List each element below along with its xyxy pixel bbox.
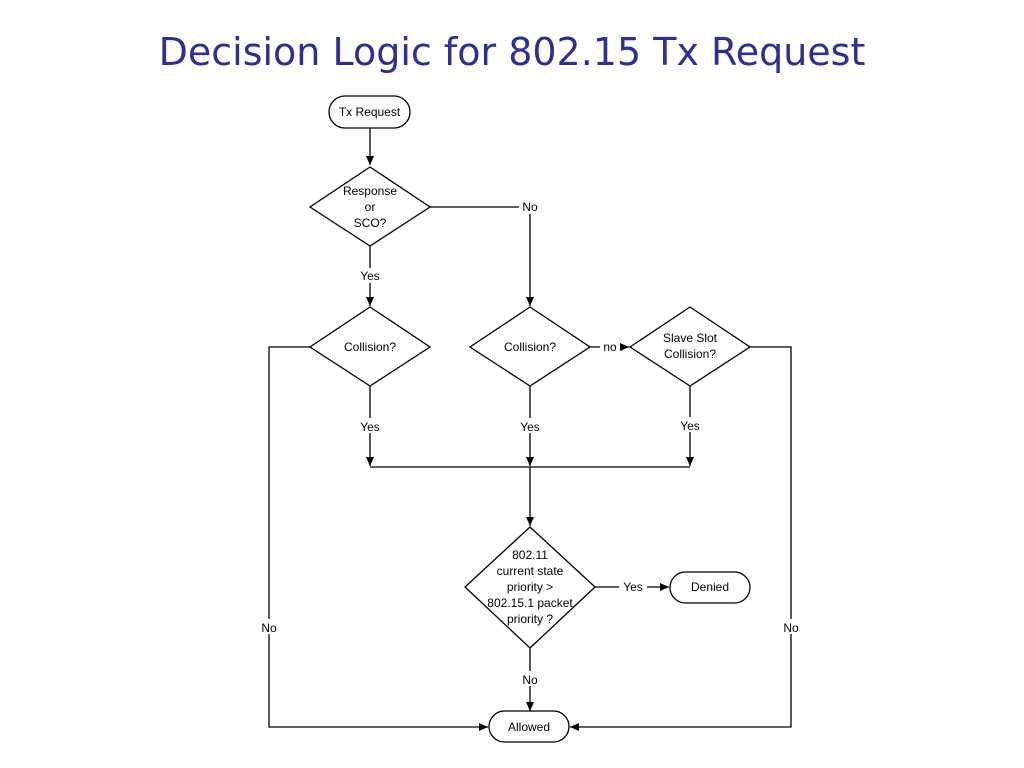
edge-label-response-yes: Yes (360, 269, 380, 283)
edge-label-slave-slot-no: No (783, 621, 799, 635)
page-title: Decision Logic for 802.15 Tx Request (158, 30, 866, 74)
edge-label-collision-left-no: No (261, 621, 277, 635)
node-priority-check: 802.11 current state priority > 802.15.1… (464, 526, 596, 649)
edge-label-collision-mid-yes: Yes (520, 420, 540, 434)
node-denied-label: Denied (691, 580, 729, 594)
node-collision-left-label: Collision? (344, 340, 396, 354)
node-priority-line-2: current state (497, 564, 564, 578)
edge-label-collision-left-yes: Yes (360, 420, 380, 434)
node-collision-mid: Collision? (468, 306, 592, 387)
edge-collision-left-no (268, 346, 488, 731)
node-priority-line-3: priority > (507, 580, 553, 594)
node-denied: Denied (669, 571, 751, 604)
node-tx-request-label: Tx Request (339, 105, 401, 119)
edge-slave-slot-no (570, 346, 792, 731)
node-priority-line-1: 802.11 (512, 548, 548, 562)
node-allowed-label: Allowed (508, 720, 550, 734)
node-priority-line-5: priority ? (507, 612, 553, 626)
node-response-line-2: or (365, 200, 376, 214)
node-allowed: Allowed (488, 710, 570, 743)
node-tx-request: Tx Request (328, 95, 411, 129)
node-response-or-sco: Response or SCO? (308, 166, 432, 247)
node-slave-slot-line-2: Collision? (664, 347, 716, 361)
edge-label-collision-mid-no: no (603, 340, 617, 354)
node-slave-slot-collision: Slave Slot Collision? (628, 306, 752, 387)
node-response-line-3: SCO? (354, 216, 387, 230)
node-priority-line-4: 802.15.1 packet (487, 596, 573, 610)
edge-label-response-no: No (522, 200, 538, 214)
edge-label-priority-yes: Yes (623, 580, 643, 594)
node-slave-slot-line-1: Slave Slot (663, 331, 718, 345)
node-collision-left: Collision? (308, 306, 432, 387)
node-collision-mid-label: Collision? (504, 340, 556, 354)
edge-label-priority-no: No (522, 673, 538, 687)
node-response-line-1: Response (343, 184, 397, 198)
edge-label-slave-slot-yes: Yes (680, 419, 700, 433)
edge-response-no (430, 206, 534, 306)
